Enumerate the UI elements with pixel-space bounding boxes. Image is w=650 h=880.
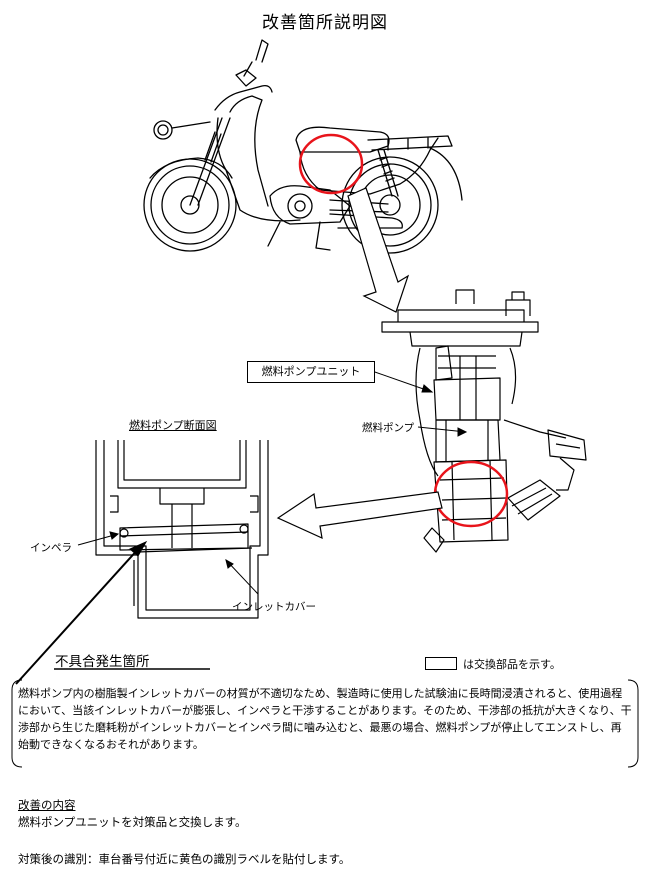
identification-text: 対策後の識別：車台番号付近に黄色の識別ラベルを貼付します。 [18, 852, 351, 866]
zoom-arrow-left [276, 491, 443, 540]
leader-lines [77, 370, 468, 595]
fuel-pump-unit-illustration [381, 289, 587, 553]
highlight-circle-pump [433, 460, 509, 528]
label-inlet-cover: インレットカバー [232, 601, 316, 613]
fuel-pump-section-illustration [95, 440, 269, 619]
defect-pointer [15, 540, 210, 685]
label-defect-location: 不具合発生箇所 [55, 654, 150, 670]
legend-swatch [425, 657, 457, 670]
label-fuel-pump: 燃料ポンプ [362, 422, 415, 434]
highlight-circle-motorcycle [298, 133, 364, 195]
legend: は交換部品を示す。 [425, 656, 561, 672]
description-box-frame [11, 679, 639, 768]
legend-text: は交換部品を示す。 [463, 658, 561, 671]
leader-line-unit [371, 370, 433, 393]
motorcycle-illustration [143, 39, 463, 254]
label-fuel-pump-section: 燃料ポンプ断面図 [129, 419, 217, 432]
label-impeller: インペラ [30, 542, 72, 554]
page-title: 改善箇所説明図 [262, 13, 388, 33]
zoom-arrow-down [347, 187, 410, 313]
description-box: 燃料ポンプ内の樹脂製インレットカバーの材質が不適切なため、製造時に使用した試験油… [12, 679, 638, 767]
description-text: 燃料ポンプ内の樹脂製インレットカバーの材質が不適切なため、製造時に使用した試験油… [18, 687, 632, 751]
improvement-heading: 改善の内容 [18, 798, 76, 812]
improvement-text: 燃料ポンプユニットを対策品と交換します。 [18, 815, 247, 829]
label-fuel-pump-unit: 燃料ポンプユニット [247, 361, 375, 383]
